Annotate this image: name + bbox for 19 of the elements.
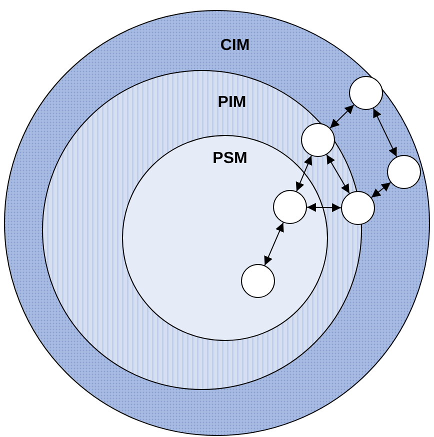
arrow	[296, 155, 312, 192]
arrow	[370, 182, 392, 198]
node-circle	[273, 190, 307, 224]
arrow	[264, 222, 284, 266]
node-circle	[341, 191, 375, 225]
arrow	[326, 154, 350, 194]
region-label: CIM	[220, 37, 250, 55]
region-circle	[122, 135, 328, 341]
region-circle	[4, 10, 430, 436]
arrow	[330, 104, 354, 129]
region-label: PSM	[212, 150, 248, 168]
node-circle	[349, 76, 383, 110]
node-circle	[241, 264, 275, 298]
node-circle	[387, 155, 421, 189]
region-circle	[42, 70, 362, 390]
arrow	[372, 108, 398, 158]
arrow	[306, 202, 342, 212]
node-circle	[301, 123, 335, 157]
region-label: PIM	[218, 94, 246, 112]
